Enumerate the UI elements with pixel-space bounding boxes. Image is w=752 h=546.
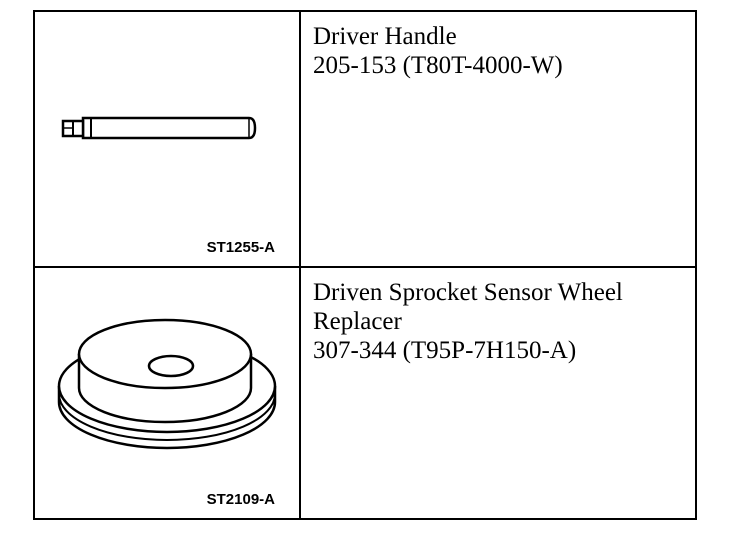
tool-description: Driven Sprocket Sensor Wheel Replacer 30… — [303, 268, 695, 518]
tool-number: 307-344 (T95P-7H150-A) — [313, 337, 577, 364]
figure-code: ST1255-A — [206, 239, 275, 256]
tool-illustration-cell: ST1255-A — [35, 12, 301, 266]
tool-name-continued: Replacer — [313, 308, 402, 335]
tool-illustration-cell: ST2109-A — [35, 268, 301, 518]
tool-row: ST1255-A Driver Handle 205-153 (T80T-400… — [35, 12, 695, 268]
special-tools-table: ST1255-A Driver Handle 205-153 (T80T-400… — [33, 10, 697, 520]
tool-name: Driver Handle — [313, 23, 457, 50]
figure-code: ST2109-A — [206, 491, 275, 508]
tool-description: Driver Handle 205-153 (T80T-4000-W) — [303, 12, 695, 266]
tool-row: ST2109-A Driven Sprocket Sensor Wheel Re… — [35, 268, 695, 518]
driver-handle-icon — [61, 116, 257, 140]
tool-name: Driven Sprocket Sensor Wheel — [313, 279, 623, 306]
sensor-wheel-replacer-icon — [57, 318, 277, 450]
tool-number: 205-153 (T80T-4000-W) — [313, 52, 563, 79]
